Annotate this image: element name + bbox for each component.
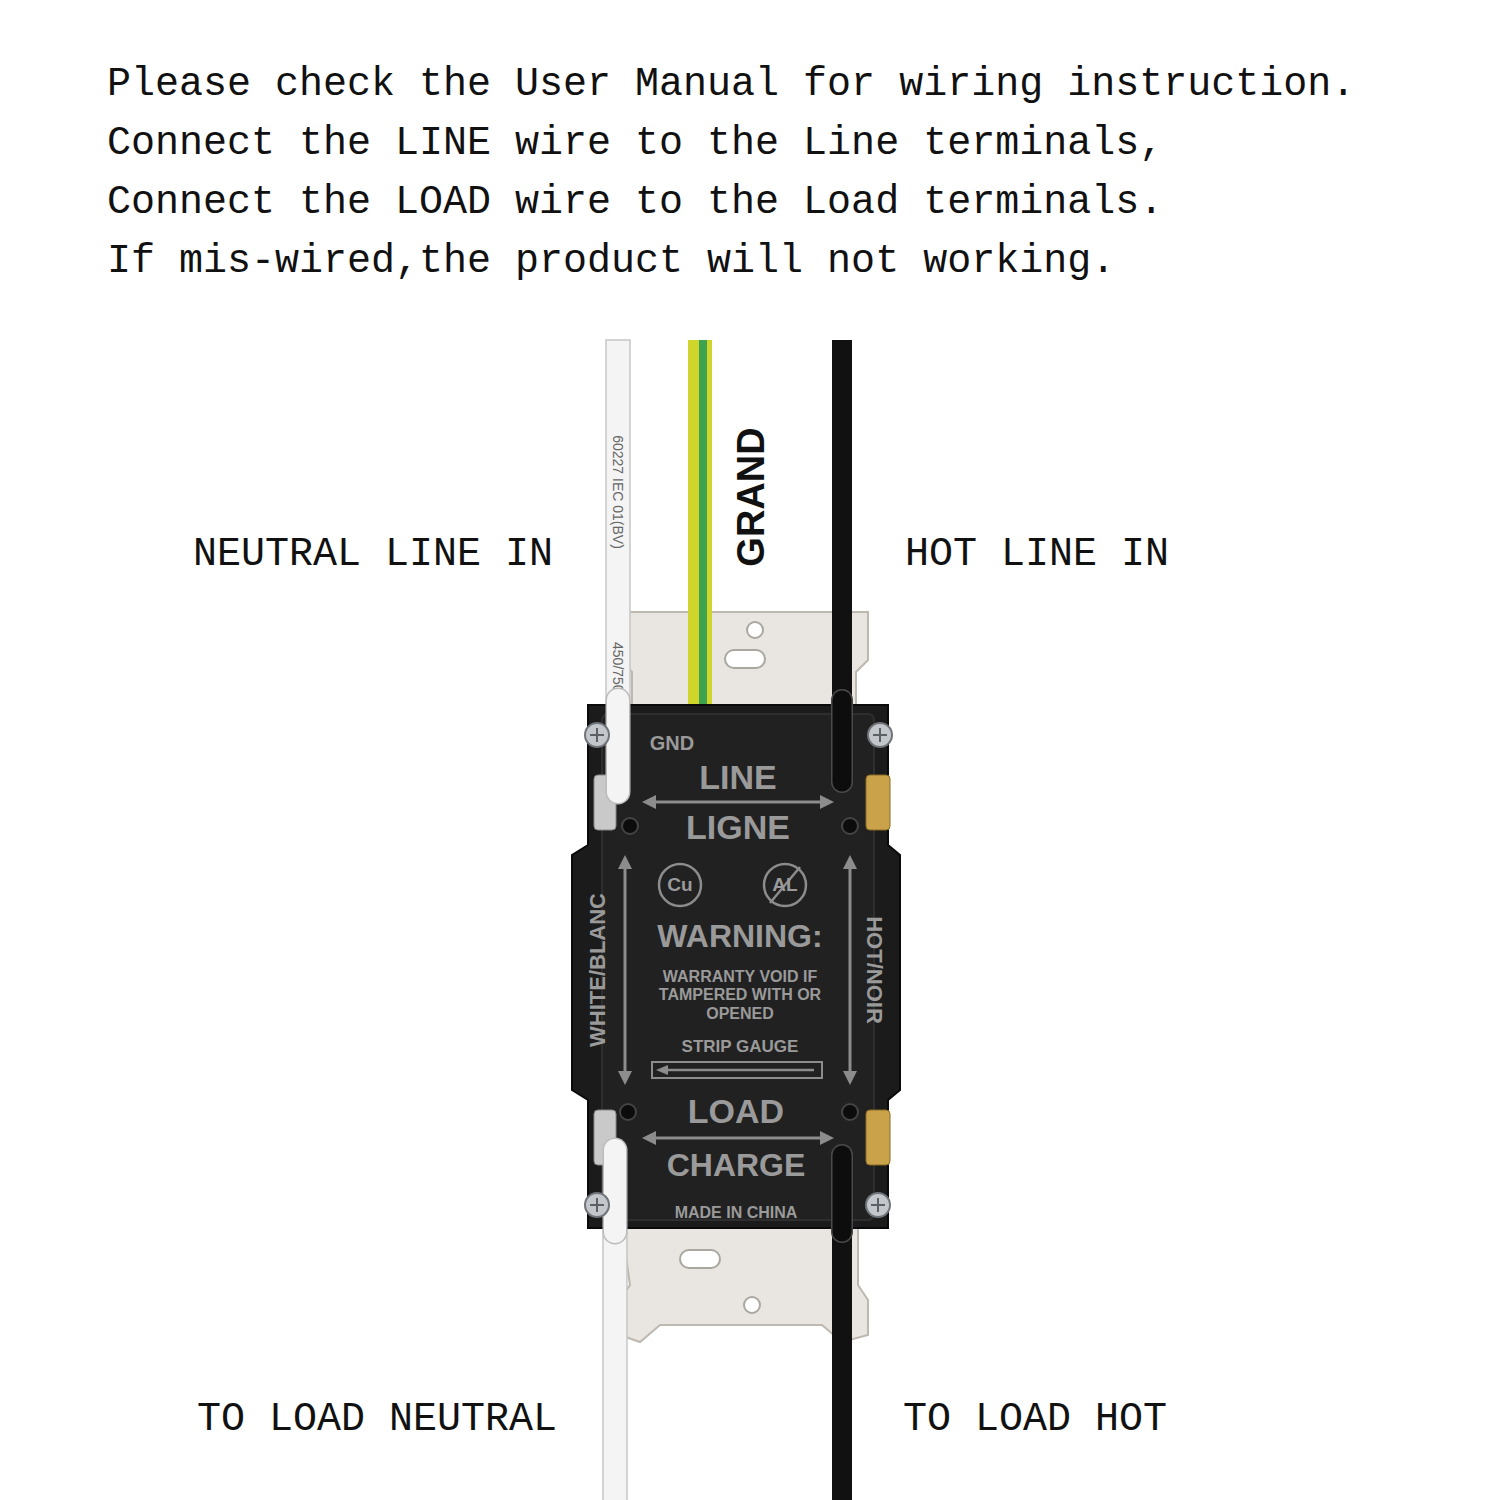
hot-wire bbox=[833, 700, 852, 782]
arrow-head bbox=[618, 1071, 632, 1085]
hot-wire bbox=[831, 700, 853, 782]
wire-label: GRAND bbox=[730, 427, 774, 566]
neutral-wire bbox=[607, 700, 629, 792]
terminal-heading: LINE bbox=[699, 758, 776, 797]
rivet-hole bbox=[842, 1104, 858, 1120]
mounting-strap bbox=[620, 612, 868, 712]
double-arrow bbox=[652, 1137, 824, 1140]
strip-gauge bbox=[652, 1062, 822, 1078]
instruction-note: Please check the User Manual for wiring … bbox=[107, 62, 1355, 108]
side-marking: WHITE/BLANC bbox=[585, 893, 610, 1047]
terminal-heading: LIGNE bbox=[686, 808, 790, 847]
warning-heading: WARNING: bbox=[657, 918, 822, 955]
gfci-receptacle-back: GNDLINE LIGNE Cu AL WHITE/BLANC HOT/NOIR WARNI… bbox=[572, 705, 902, 1230]
terminal-marking: GND bbox=[650, 732, 694, 755]
screw-slot bbox=[590, 728, 887, 1212]
strap-slot bbox=[680, 1250, 720, 1268]
arrow-head bbox=[618, 855, 632, 869]
mounting-strap bbox=[620, 1228, 868, 1342]
conductor-symbol: Cu bbox=[667, 874, 692, 896]
arrow-head bbox=[843, 855, 857, 869]
strap-slot bbox=[725, 650, 765, 668]
strip-gauge-arrow bbox=[664, 1069, 814, 1072]
wire-label: TO LOAD NEUTRAL bbox=[197, 1397, 557, 1443]
arrow-head bbox=[820, 1131, 834, 1145]
arrow-head bbox=[642, 1131, 656, 1145]
brass-terminal bbox=[866, 775, 890, 830]
hot-wire bbox=[832, 340, 852, 712]
load-neutral-wire bbox=[603, 1222, 627, 1500]
arrow-head bbox=[642, 795, 656, 809]
load-hot-wire bbox=[831, 1155, 853, 1232]
arrow-head bbox=[820, 795, 834, 809]
rivet-hole bbox=[620, 1104, 636, 1120]
wire-label: TO LOAD HOT bbox=[903, 1397, 1167, 1443]
wire-marking: 60227 IEC 01(BV) bbox=[610, 435, 626, 549]
arrow-head bbox=[656, 1065, 668, 1075]
rivet-hole bbox=[622, 818, 638, 834]
arrow-head bbox=[843, 1071, 857, 1085]
load-neutral-wire bbox=[604, 1150, 626, 1232]
load-neutral-wire bbox=[603, 1150, 628, 1232]
rivet-hole bbox=[842, 818, 858, 834]
neutral-wire bbox=[606, 340, 630, 712]
double-arrow bbox=[652, 801, 824, 804]
receptacle-parts bbox=[572, 700, 900, 1232]
ground-wire-stripe bbox=[699, 340, 707, 720]
neutral-wire bbox=[606, 700, 631, 792]
warning-text: WARRANTY VOID IF TAMPERED WITH OR OPENED bbox=[655, 968, 825, 1023]
copper-symbol bbox=[659, 864, 701, 906]
strap-hole bbox=[747, 622, 763, 638]
wire-label: HOT LINE IN bbox=[905, 532, 1169, 578]
wire-label: NEUTRAL LINE IN bbox=[193, 532, 553, 578]
terminal-heading: LOAD bbox=[688, 1092, 784, 1131]
aluminium-symbol bbox=[764, 864, 806, 906]
brass-terminal bbox=[866, 1110, 890, 1165]
terminal-heading: CHARGE bbox=[667, 1147, 806, 1184]
load-hot-wire bbox=[833, 1155, 852, 1232]
strip-gauge-label: STRIP GAUGE bbox=[682, 1037, 799, 1057]
instruction-note: If mis-wired,the product will not workin… bbox=[107, 239, 1115, 285]
prohibit-slash bbox=[770, 867, 800, 903]
side-marking: HOT/NOIR bbox=[861, 916, 886, 1024]
strap-hole bbox=[744, 1297, 760, 1313]
load-hot-wire bbox=[832, 1222, 852, 1500]
double-arrow bbox=[849, 865, 852, 1075]
back-plate bbox=[602, 714, 874, 1220]
instruction-note: Connect the LINE wire to the Line termin… bbox=[107, 121, 1163, 167]
origin-marking: MADE IN CHINA bbox=[675, 1204, 798, 1222]
instruction-note: Connect the LOAD wire to the Load termin… bbox=[107, 180, 1163, 226]
double-arrow bbox=[624, 865, 627, 1075]
conductor-symbol: AL bbox=[772, 874, 797, 896]
ground-wire bbox=[688, 340, 712, 720]
